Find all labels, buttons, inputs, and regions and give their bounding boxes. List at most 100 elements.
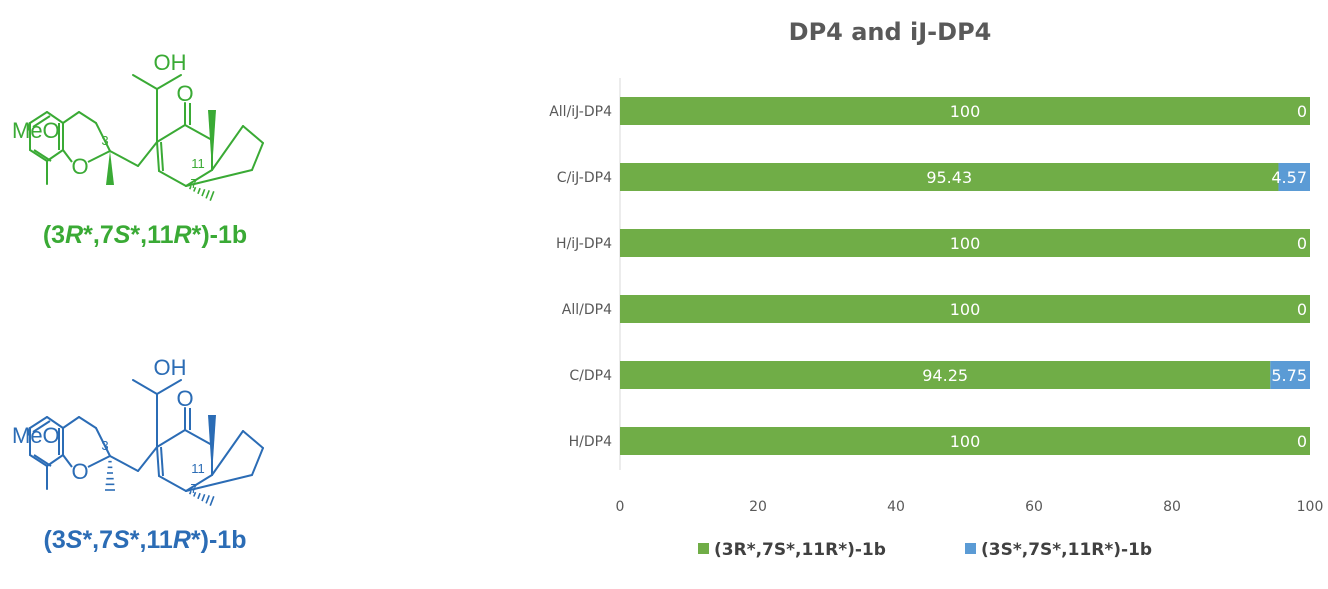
hashed-bond-segment [197,187,201,195]
bond [242,430,264,449]
bond [158,170,187,187]
bond [156,124,186,143]
data-label: 100 [950,300,981,319]
hashed-bond-segment [201,188,206,197]
bond [137,141,158,167]
bar-segment [1278,163,1310,191]
bond [29,416,48,429]
legend-label: (3S*,7S*,11R*)-1b [981,540,1152,560]
bond [62,416,80,429]
bond [156,429,186,448]
category-label: C/DP4 [569,368,612,384]
bond [78,111,97,124]
category-label: C/iJ-DP4 [557,170,612,186]
atom-label: O [71,154,88,179]
bond [33,149,52,162]
bond [29,111,48,124]
data-label: 100 [950,432,981,451]
category-label: All/DP4 [562,302,612,318]
bar-segment [620,229,1310,257]
data-label: 100 [950,234,981,253]
stacked-bar-chart: DP4 and iJ-DP4 All/iJ-DP4C/iJ-DP4H/iJ-DP… [549,18,1324,560]
data-label: 0 [1297,300,1307,319]
atom-label: 11 [191,461,205,476]
x-tick-label: 20 [749,499,767,515]
hashed-bond-segment [209,191,215,201]
bond [251,142,264,171]
bond [185,169,213,187]
bar-segment [620,427,1310,455]
hashed-bond-segment [201,493,206,502]
category-label: H/iJ-DP4 [556,236,612,252]
bond [184,124,213,141]
bond [78,416,97,429]
atom-label: OH [154,355,187,380]
bond [62,149,73,163]
atom-label: MeO [12,118,60,143]
bond [156,379,182,395]
bond [29,149,48,162]
bar-segment [620,97,1310,125]
atom-label: 3 [101,438,108,453]
bond [156,141,160,172]
structure-label: (3R*,7S*,11R*)-1b [43,221,247,249]
bond [95,427,111,457]
hashed-bond-segment [193,186,197,192]
x-tick-label: 60 [1025,499,1043,515]
wedge-bond [106,151,114,185]
data-label: 5.75 [1271,366,1307,385]
data-label: 100 [950,102,981,121]
bond [137,446,158,472]
bond [160,446,164,477]
hashed-bond-segment [205,495,210,504]
legend-label: (3R*,7S*,11R*)-1b [714,540,886,560]
data-label: 0 [1297,102,1307,121]
bond [185,474,213,492]
bond [109,150,139,167]
bond [211,430,244,476]
atom-label: MeO [12,423,60,448]
bar-segment [620,295,1310,323]
legend-swatch [698,543,709,554]
wedge-bond [208,110,216,170]
bond [62,454,73,468]
atom-label: 11 [191,156,205,171]
bond [95,122,111,152]
bond [184,429,213,446]
hashed-bond-segment [209,496,215,506]
x-tick-label: 40 [887,499,905,515]
atom-label: 7 [190,176,197,191]
structure-label: (3S*,7S*,11R*)-1b [44,526,247,554]
category-labels: All/iJ-DP4C/iJ-DP4H/iJ-DP4All/DP4C/DP4H/… [549,104,612,450]
bond [251,447,264,476]
bond [62,111,80,124]
bond [27,427,31,436]
bar-segment [620,163,1279,191]
bars [620,97,1310,455]
bond [46,111,64,124]
bond [32,420,51,433]
legend: (3R*,7S*,11R*)-1b (3S*,7S*,11R*)-1b [698,540,1152,560]
hashed-bond-segment [193,491,197,497]
data-label: 0 [1297,234,1307,253]
bond [156,74,182,90]
hashed-bond-segment [188,185,192,190]
x-tick-label: 100 [1297,499,1324,515]
bond [156,446,160,477]
data-label: 94.25 [922,366,968,385]
chart-title: DP4 and iJ-DP4 [789,18,992,46]
atom-label: O [176,386,193,411]
bond [32,115,51,128]
category-label: H/DP4 [569,434,612,450]
hashed-bond-segment [205,190,210,199]
atom-label: 3 [101,133,108,148]
bond [87,150,111,163]
bond [132,74,158,90]
hashed-bond-segment [188,490,192,495]
atom-label: OH [154,50,187,75]
